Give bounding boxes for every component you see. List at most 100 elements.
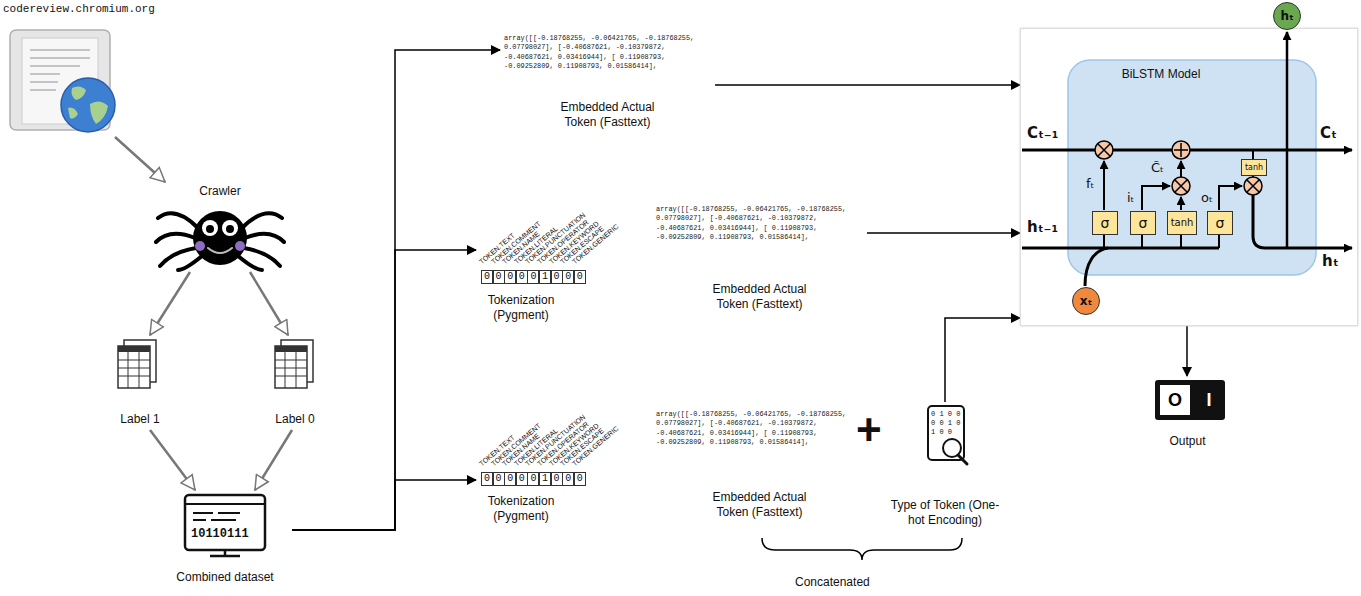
spider-icon [195, 241, 205, 251]
tanh-gate: tanh [1167, 211, 1197, 235]
web-page-icon [10, 30, 115, 132]
bracket-label: Concatenated [795, 575, 870, 590]
block-arrow [115, 137, 165, 182]
tokenization-block: Tokenization (Pygment) [476, 205, 626, 330]
one-hot-bit: 0 [551, 472, 563, 486]
one-hot-digits: 0 0 1 0 [931, 420, 960, 428]
caption: Tokenization (Pygment) [476, 494, 566, 524]
hidden-state-label: hₜ [1322, 252, 1339, 270]
site-name: codereview.chromium.org [3, 3, 163, 16]
flow-arrow [867, 232, 1020, 234]
lstm-cell [1022, 247, 1219, 250]
spider-icon [226, 225, 234, 233]
lstm-cell [1174, 143, 1188, 157]
lstm-cell [1172, 177, 1190, 195]
flow-arrow [292, 50, 500, 530]
concatenation-bracket [762, 538, 962, 560]
embedding-block: array([[-0.18768255, -0.06421765, -0.187… [500, 30, 715, 145]
flow-arrow [292, 480, 476, 530]
gate-function: tanh [1245, 164, 1263, 172]
spider-icon [156, 211, 284, 270]
lstm-cell [1085, 248, 1108, 286]
array-text: array([[-0.18768255, -0.06421765, -0.187… [504, 34, 709, 71]
gate-label: fₜ [1086, 176, 1094, 192]
file-icon: Label 0 [255, 335, 337, 430]
file-icon: Label 1 [100, 335, 182, 430]
file-icon [118, 352, 150, 388]
cell-state-label: Cₜ₋₁ [1027, 124, 1058, 142]
lstm-cell [1022, 32, 1352, 286]
one-hot-digits: 1 0 0 [931, 429, 952, 437]
spider-icon [235, 241, 245, 251]
sigmoid-gate: σ [1092, 211, 1118, 235]
one-hot-bit: 0 [527, 472, 539, 486]
one-hot-bit: 0 [551, 270, 563, 284]
flow-arrow [292, 250, 476, 530]
switch-symbol: O [1164, 388, 1186, 412]
array-text: array([[-0.18768255, -0.06421765, -0.187… [656, 410, 861, 447]
block-arrow [255, 430, 292, 490]
embedding-block: array([[-0.18768255, -0.06421765, -0.187… [652, 405, 867, 540]
lstm-cell [1098, 144, 1110, 156]
embedding-block: array([[-0.18768255, -0.06421765, -0.187… [652, 200, 867, 335]
input-symbol: xₜ [1080, 295, 1092, 307]
plus-sign: + [856, 408, 882, 452]
input-circle: xₜ [1072, 287, 1100, 315]
output-symbol: hₜ [1280, 10, 1293, 22]
cell-state-label: Cₜ [1320, 124, 1337, 142]
dataset-icon [210, 550, 240, 556]
caption: Output [1150, 434, 1225, 449]
lstm-cell [1095, 141, 1113, 159]
spider-icon [202, 220, 218, 236]
caption: Embedded Actual Token (Fasttext) [707, 282, 812, 312]
one-hot-bit: 0 [516, 270, 528, 284]
caption: Embedded Actual Token (Fasttext) [707, 490, 812, 520]
caption: Crawler [150, 184, 290, 199]
gate-label: C̃ₜ [1151, 160, 1164, 176]
gate-function: tanh [1171, 218, 1194, 228]
one-hot-icon [928, 406, 964, 460]
one-hot-bit: 1 [539, 472, 551, 486]
tanh-gate: tanh [1241, 159, 1267, 176]
dataset-icon [185, 495, 265, 550]
gate-label: iₜ [1127, 190, 1134, 206]
one-hot-bit: 0 [504, 270, 516, 284]
block-arrow [250, 272, 288, 335]
block-arrow [150, 272, 190, 335]
crawler-icon: Crawler [150, 182, 292, 272]
caption: Label 0 [255, 412, 335, 427]
file-icon [118, 346, 150, 388]
caption: Type of Token (One-hot Encoding) [890, 498, 1000, 528]
model-frame: BiLSTM Modelσσtanhσtanhxₜ [1020, 28, 1358, 326]
dataset-icon [185, 495, 265, 556]
lstm-cell [1180, 161, 1182, 177]
sigmoid-gate: σ [1130, 211, 1156, 235]
spider-icon [206, 225, 214, 233]
spider-icon [193, 211, 247, 265]
concatenation-bracket [762, 538, 962, 560]
one-hot-bit: 0 [574, 270, 586, 284]
one-hot-digits: 0 1 0 0 [931, 411, 960, 419]
lstm-cell [1172, 141, 1190, 159]
sigmoid-gate: σ [1207, 211, 1233, 235]
lstm-cell [1247, 180, 1259, 192]
web-page-icon: codereview.chromium.org [3, 3, 165, 137]
spider-icon [222, 220, 238, 236]
caption: Combined dataset [160, 570, 290, 585]
web-page-icon [61, 78, 115, 132]
lstm-cell [1103, 161, 1105, 210]
caption: Embedded Actual Token (Fasttext) [555, 100, 660, 130]
lstm-cell [1104, 234, 1219, 248]
lstm-cell [1175, 180, 1187, 192]
block-arrow [150, 430, 195, 490]
lstm-cell [1253, 195, 1352, 248]
output-switch: Output [1150, 376, 1227, 456]
web-page-icon [68, 86, 108, 124]
caption: Tokenization (Pygment) [476, 293, 566, 323]
output-circle: hₜ [1273, 2, 1301, 30]
gate-function: σ [1139, 216, 1148, 230]
flow-arrow [715, 84, 1020, 86]
switch-icon [1160, 385, 1190, 415]
